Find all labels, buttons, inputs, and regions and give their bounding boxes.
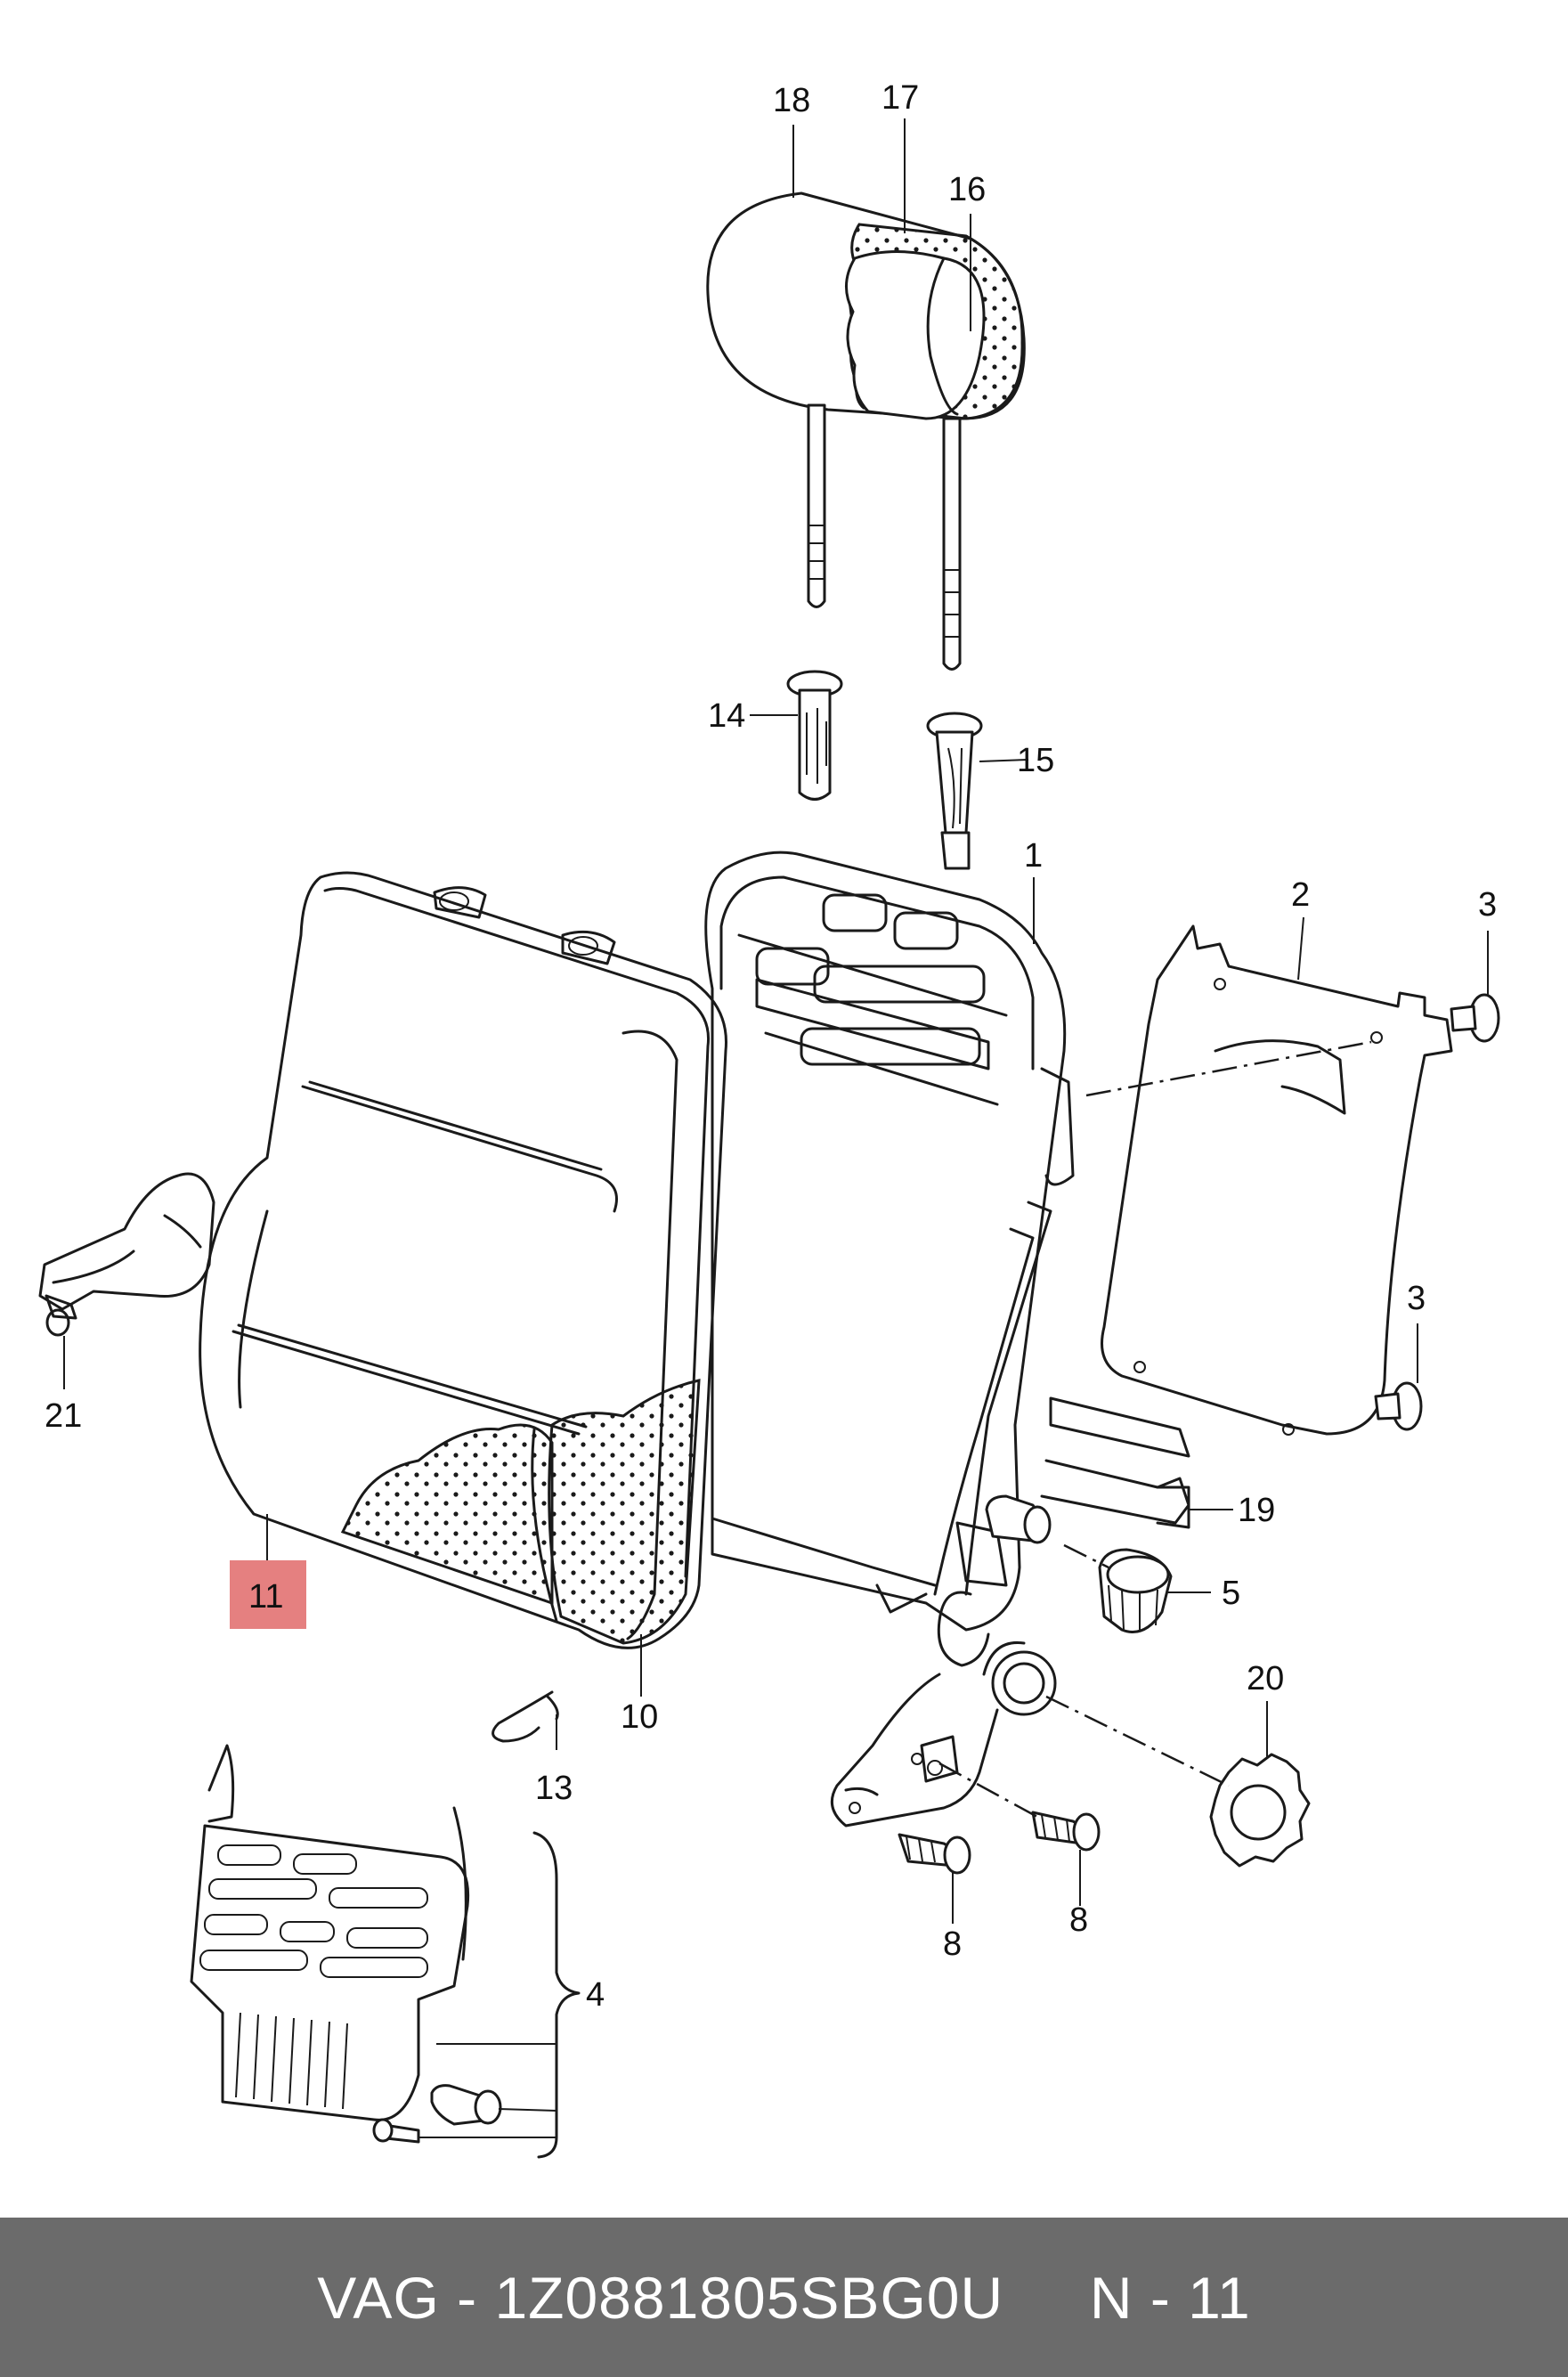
headrest-guide-right: [926, 712, 983, 870]
callout-13: 13: [535, 1770, 573, 1807]
backrest-frame: [704, 851, 1075, 1828]
star-knob: [1209, 1753, 1311, 1868]
bolt-right: [1031, 1811, 1101, 1852]
callout-8-right: 8: [1069, 1901, 1088, 1939]
clip-upper: [1450, 993, 1500, 1043]
callout-19: 19: [1238, 1492, 1275, 1529]
footer-brand: VAG: [317, 2264, 440, 2331]
callout-2: 2: [1291, 876, 1310, 914]
callout-10: 10: [621, 1698, 658, 1736]
part-number-footer: VAG - 1Z0881805SBG0U N - 11: [0, 2218, 1568, 2377]
callout-4: 4: [586, 1976, 605, 2014]
footer-position-label: N - 11: [1089, 2264, 1251, 2331]
leader-lines: [63, 118, 1489, 1924]
callout-11-highlight: [230, 1560, 306, 1629]
callout-labels: 18 17 16 14 15 1 2 3 3 19 5 20 8 8 10 11…: [45, 79, 1497, 2014]
callout-1: 1: [1024, 837, 1043, 875]
exploded-parts-diagram: 18 17 16 14 15 1 2 3 3 19 5 20 8 8 10 11…: [38, 79, 1500, 2159]
callout-8-left: 8: [943, 1925, 962, 1963]
lumbar-support: [190, 1744, 581, 2159]
callout-3-lower: 3: [1407, 1280, 1426, 1317]
cross-tube: [1040, 1396, 1190, 1529]
backrest-cover: [199, 871, 727, 1649]
callout-15: 15: [1017, 742, 1054, 779]
callout-20: 20: [1247, 1660, 1284, 1697]
clip-lower: [1374, 1381, 1423, 1431]
back-panel: [1101, 924, 1453, 1436]
footer-gap: [1003, 2264, 1090, 2332]
callout-21: 21: [45, 1397, 82, 1435]
callout-18: 18: [773, 82, 810, 119]
side-trim: [38, 1172, 215, 1337]
callout-11: 11: [248, 1578, 283, 1616]
headrest-guide-left: [786, 670, 843, 801]
headrest-assembly: [706, 191, 1026, 671]
callout-3-upper: 3: [1478, 886, 1497, 924]
callout-16: 16: [948, 171, 986, 208]
callout-5: 5: [1222, 1575, 1240, 1612]
callout-17: 17: [881, 79, 919, 117]
bolt-left: [898, 1833, 971, 1875]
wire-clip: [492, 1690, 559, 1743]
footer-separator: -: [439, 2264, 495, 2331]
footer-part-number: 1Z0881805SBG0U: [494, 2264, 1004, 2331]
adjustment-knob: [1098, 1548, 1173, 1633]
callout-14: 14: [708, 697, 745, 735]
